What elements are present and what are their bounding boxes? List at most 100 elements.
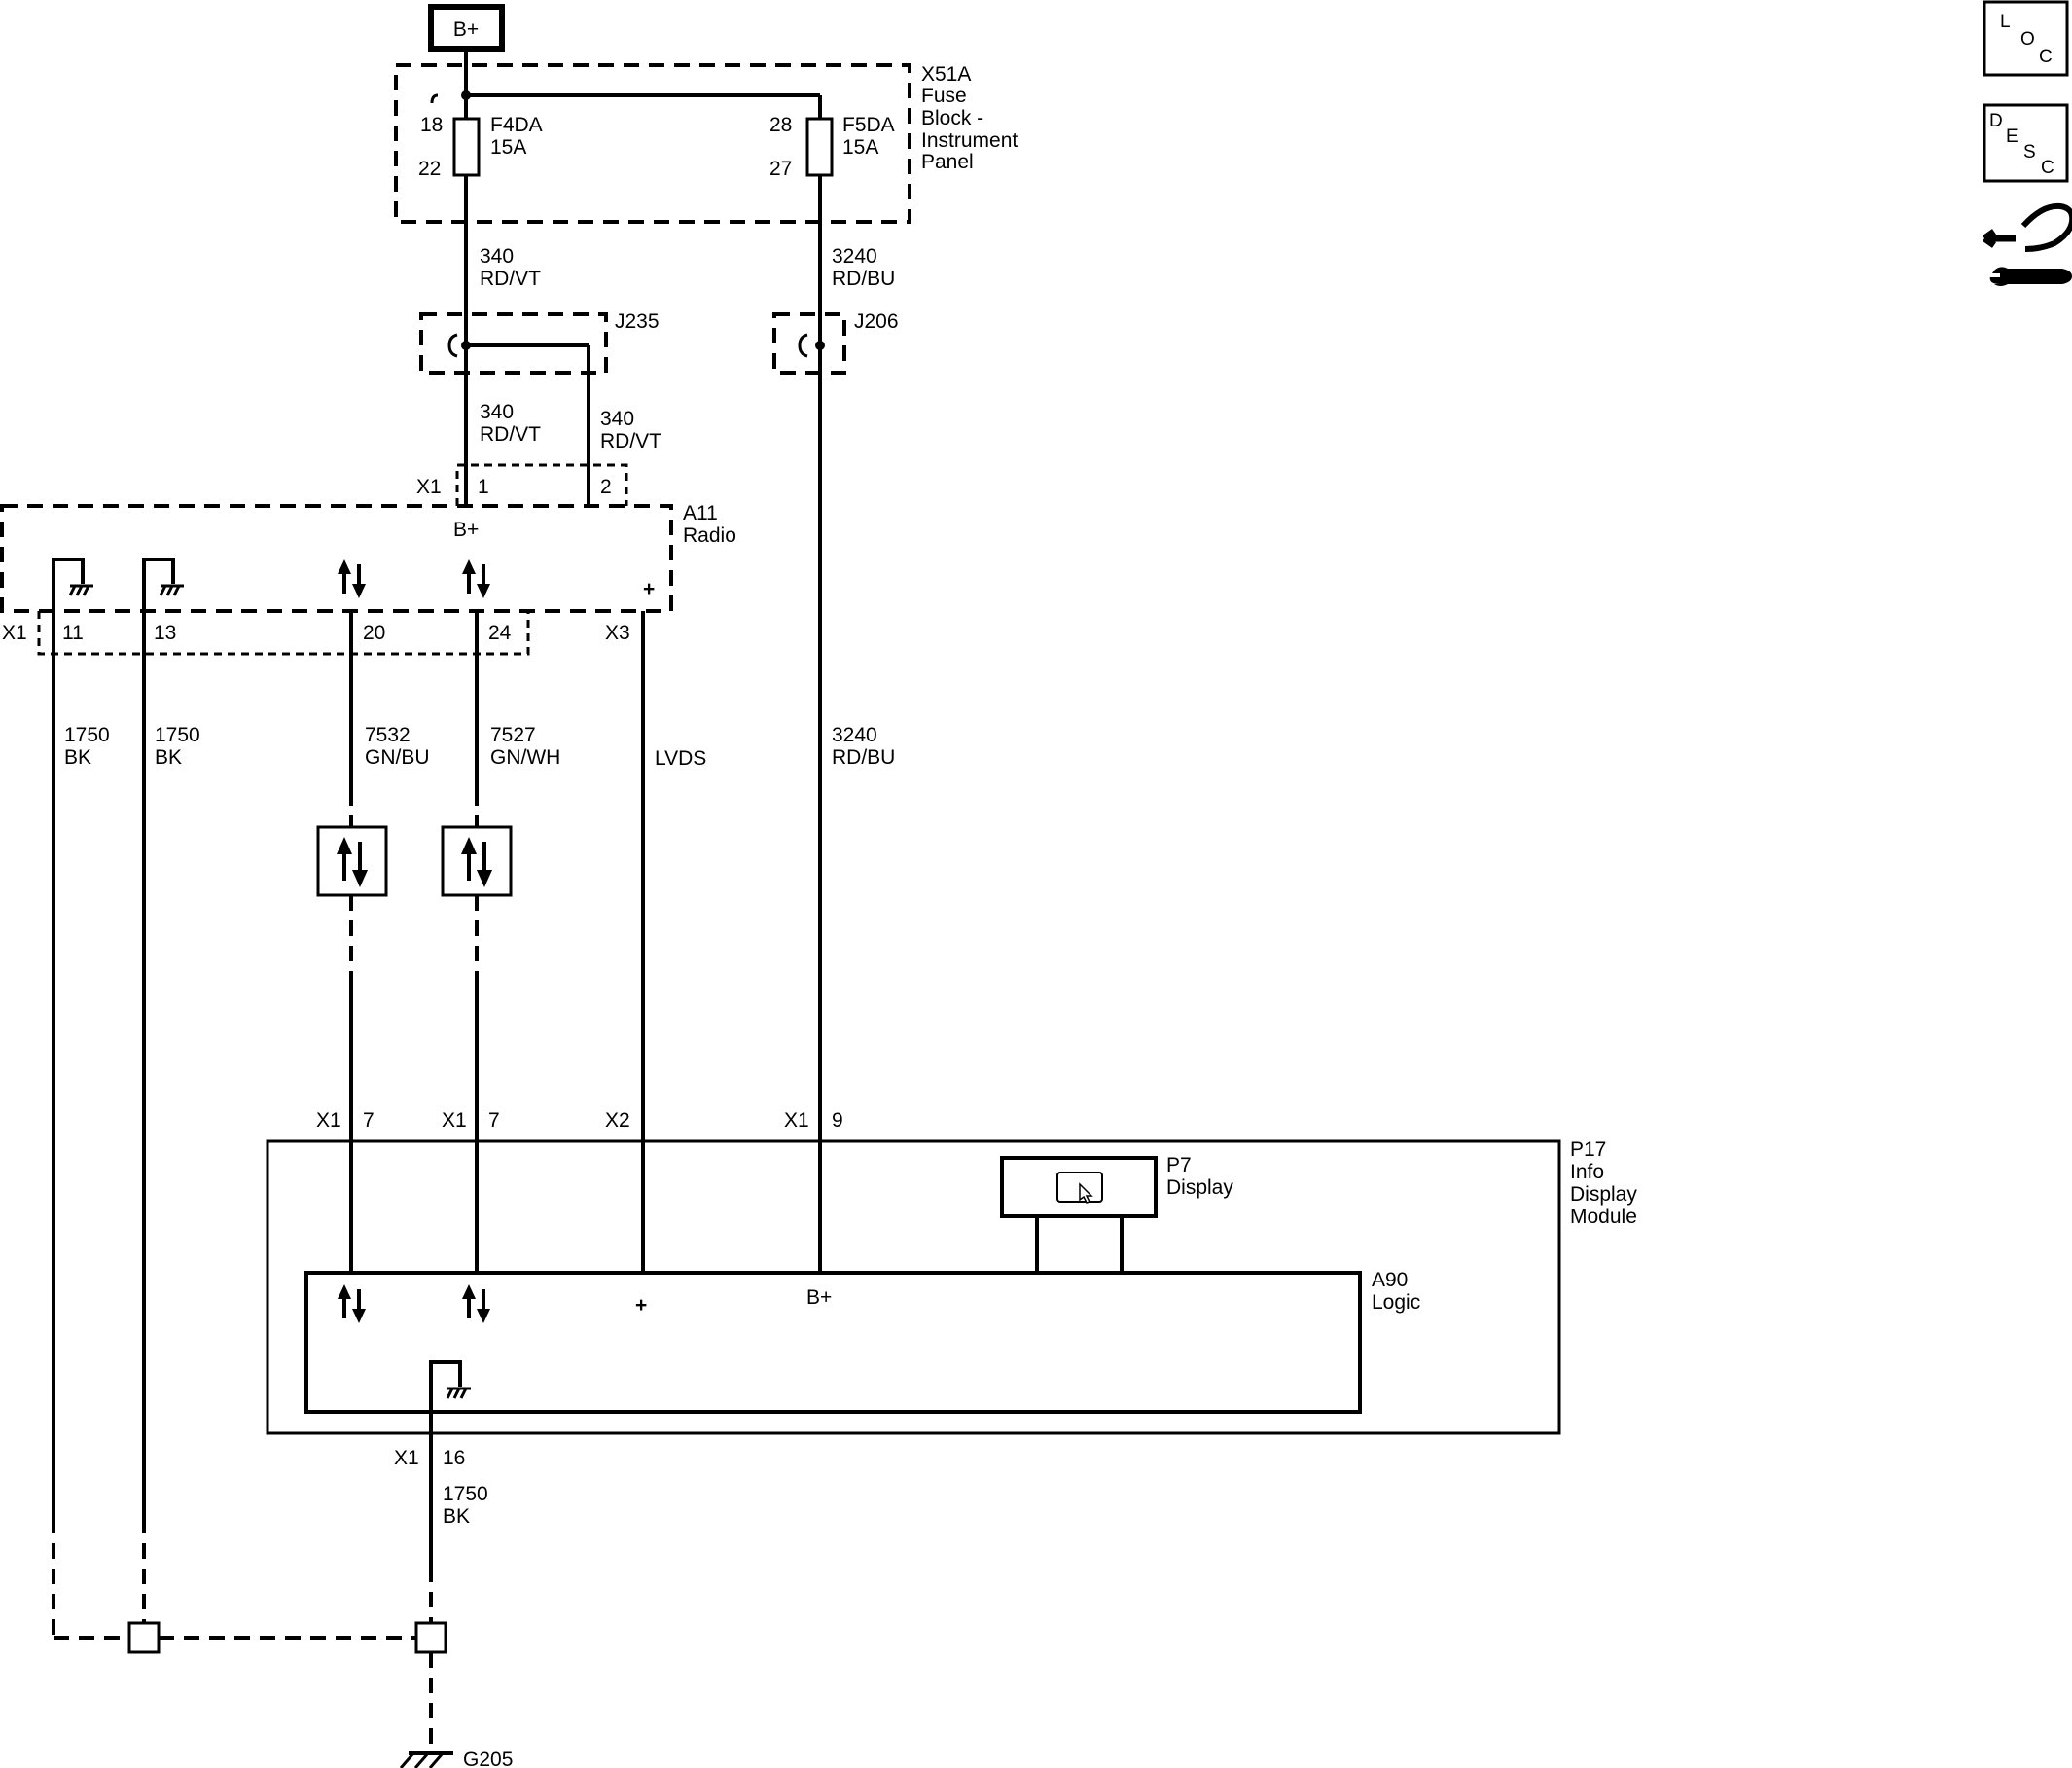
module-name-3: Module — [1570, 1206, 1637, 1228]
wire-7532-num: 7532 — [365, 724, 411, 746]
fuse-block-x51a: 18 22 F4DA 15A 28 27 F5DA 15A X51A Fuse … — [394, 63, 1018, 224]
wire-340-a-color: RD/VT — [480, 423, 541, 446]
b-plus-source: B+ — [428, 4, 505, 52]
radio-b-plus: B+ — [453, 519, 479, 541]
wire-7527-color: GN/WH — [490, 746, 560, 769]
wire-340-b-num: 340 — [600, 408, 634, 430]
radio-data-arrows-20 — [338, 559, 366, 598]
pin-27: 27 — [769, 158, 792, 180]
fuse-block-name-4: Panel — [921, 151, 974, 173]
b-plus-label: B+ — [453, 18, 479, 41]
wire-7527-num: 7527 — [490, 724, 536, 746]
logic-data-arrows-left — [338, 1284, 366, 1323]
radio-pin-24: 24 — [488, 622, 512, 644]
radio-pin-13: 13 — [154, 622, 176, 644]
fuse-block-id: X51A — [921, 63, 971, 86]
module-pin-2: 7 — [488, 1109, 500, 1132]
wrench-hand-icon[interactable] — [1982, 202, 2072, 286]
ground-bus — [52, 1518, 447, 1751]
pin-18: 18 — [420, 114, 443, 136]
module-ground-conn: X1 — [394, 1447, 419, 1469]
radio-pin-20: 20 — [363, 622, 385, 644]
radio-pin-2: 2 — [600, 476, 612, 498]
wire-340-a-num: 340 — [480, 401, 514, 423]
wire-1750-c-color: BK — [443, 1505, 470, 1528]
module-id: P17 — [1570, 1138, 1606, 1161]
module-name-2: Display — [1570, 1183, 1637, 1206]
wire-340-b-color: RD/VT — [600, 430, 661, 452]
module-ground-pin: 16 — [443, 1447, 465, 1469]
desc-letter-s: S — [2023, 142, 2036, 162]
module-conn-2: X1 — [442, 1109, 467, 1132]
logic-a90: A90 Logic B+ + — [304, 1269, 1420, 1479]
module-name-1: Info — [1570, 1161, 1604, 1183]
wire-1750-c-num: 1750 — [443, 1483, 488, 1505]
fuse-block-name-1: Fuse — [921, 85, 967, 107]
display-p7: P7 Display — [1000, 1154, 1233, 1273]
radio-ground-13 — [142, 558, 184, 837]
serial-data-box-left — [316, 825, 388, 897]
splice-j235-label: J235 — [615, 310, 660, 333]
splice-j206: J206 — [772, 310, 899, 375]
fuse-f4da — [452, 117, 481, 177]
wire-3240-bottom-color: RD/BU — [832, 746, 895, 769]
wire-1750-a-color: BK — [64, 746, 91, 769]
logic-data-arrows-right — [462, 1284, 490, 1323]
wire-1750-b-num: 1750 — [155, 724, 200, 746]
pin-28: 28 — [769, 114, 792, 136]
touch-hand-icon — [1079, 1182, 1093, 1204]
radio-bottom-connector: X1 — [2, 622, 27, 644]
module-conn-1: X1 — [316, 1109, 341, 1132]
logic-plus: + — [635, 1294, 647, 1317]
serial-data-box-right — [441, 825, 513, 897]
info-display-module-p17: P17 Info Display Module X1 7 X1 7 X2 X1 … — [266, 1109, 1637, 1479]
fuse-f4da-label: F4DA — [490, 114, 543, 136]
logic-name: Logic — [1372, 1291, 1420, 1314]
module-pin-4: 9 — [832, 1109, 843, 1132]
fuse-f4da-rating: 15A — [490, 136, 526, 159]
desc-letter-d: D — [1989, 111, 2003, 131]
wire-7532-color: GN/BU — [365, 746, 430, 769]
loc-button[interactable]: L O C — [1983, 0, 2069, 77]
splice-j235: J235 — [419, 310, 660, 506]
radio-top-connector: X1 — [416, 476, 442, 498]
desc-button[interactable]: D E S C — [1983, 103, 2069, 183]
radio-a11: X1 1 2 B+ A11 Radio — [0, 463, 736, 837]
fuse-block-name-2: Block - — [921, 107, 983, 129]
radio-plus: + — [643, 578, 655, 600]
radio-id: A11 — [683, 502, 718, 524]
ground-g205-label: G205 — [463, 1749, 513, 1768]
radio-x3: X3 — [605, 622, 630, 644]
radio-pin-11: 11 — [62, 622, 84, 644]
splice-j206-label: J206 — [854, 310, 899, 333]
loc-letter-c: C — [2039, 47, 2053, 67]
loc-letter-l: L — [2000, 12, 2011, 32]
wire-340-color: RD/VT — [480, 268, 541, 290]
pin-22: 22 — [418, 158, 441, 180]
ground-splice-2 — [414, 1621, 447, 1654]
fuse-block-name-3: Instrument — [921, 129, 1018, 152]
desc-letter-e: E — [2006, 126, 2018, 147]
ground-g205: G205 — [399, 1749, 513, 1768]
fuse-f5da-label: F5DA — [842, 114, 895, 136]
display-name: Display — [1166, 1176, 1233, 1199]
fuse-f5da-rating: 15A — [842, 136, 878, 159]
radio-ground-11 — [52, 558, 93, 837]
radio-name: Radio — [683, 524, 736, 547]
module-conn-4: X1 — [784, 1109, 809, 1132]
wire-3240-color: RD/BU — [832, 268, 895, 290]
radio-data-arrows-24 — [462, 559, 490, 598]
desc-letter-c: C — [2041, 158, 2054, 178]
logic-ground-icon — [429, 1360, 471, 1479]
fuse-f5da — [805, 117, 834, 177]
logic-b-plus: B+ — [806, 1286, 832, 1309]
radio-pin-1: 1 — [478, 476, 489, 498]
display-id: P7 — [1166, 1154, 1192, 1176]
wire-340-num: 340 — [480, 245, 514, 268]
loc-letter-o: O — [2020, 29, 2035, 50]
wire-1750-a-num: 1750 — [64, 724, 110, 746]
module-pin-1: 7 — [363, 1109, 375, 1132]
ground-splice-1 — [127, 1621, 161, 1654]
wire-3240-bottom-num: 3240 — [832, 724, 877, 746]
